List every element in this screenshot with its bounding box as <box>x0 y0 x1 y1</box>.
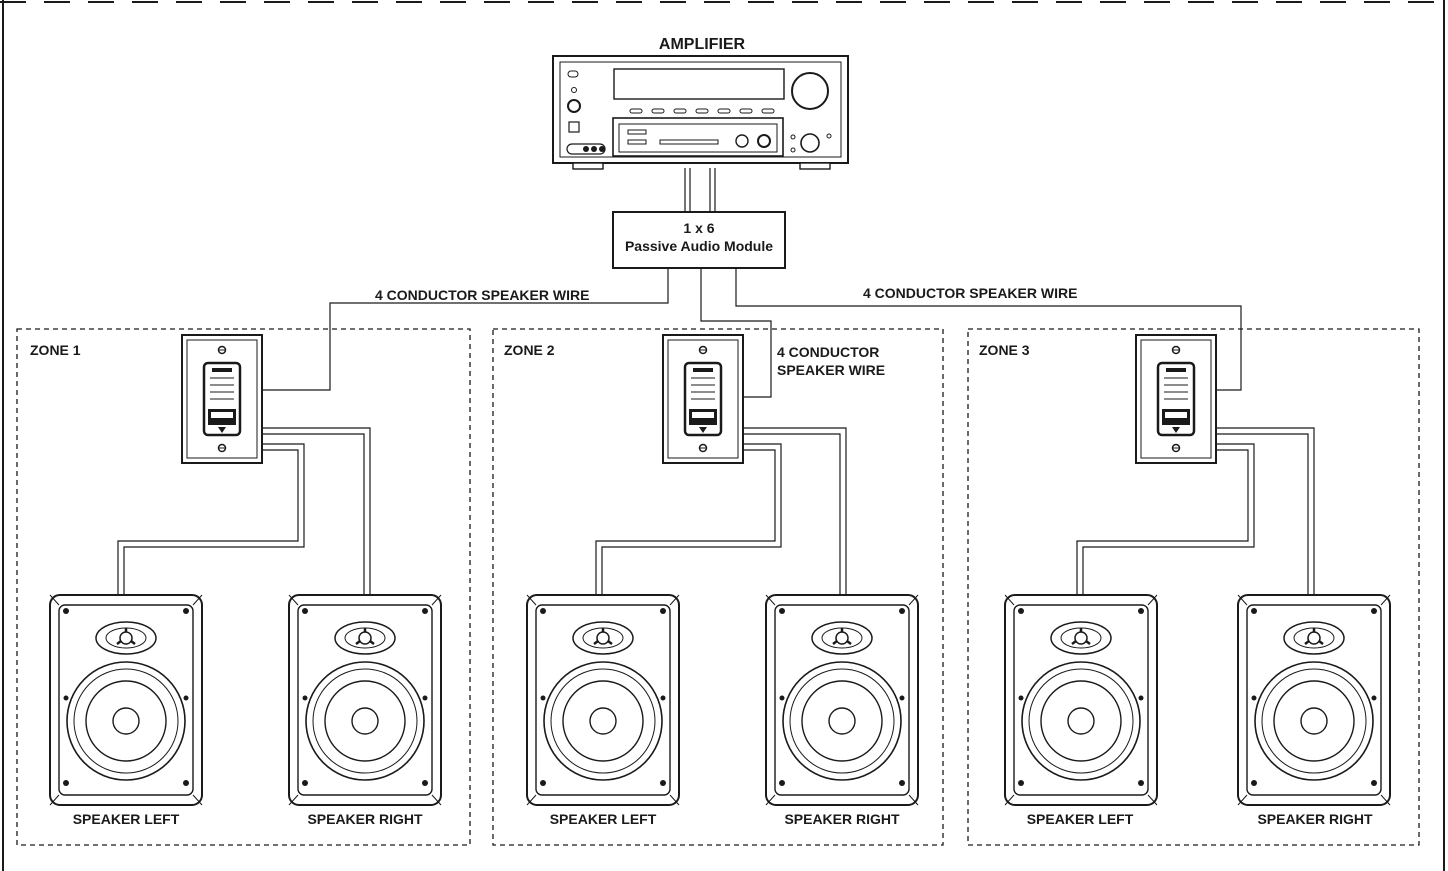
volume-control-icon <box>661 333 745 465</box>
amplifier-title: AMPLIFIER <box>659 36 746 53</box>
volume-control-icon <box>180 333 264 465</box>
wire-label-right: 4 CONDUCTOR SPEAKER WIRE <box>863 285 1077 301</box>
speaker-left-label: SPEAKER LEFT <box>550 811 657 827</box>
wire-label-center-line1: 4 CONDUCTOR <box>777 344 879 360</box>
speaker-right-label: SPEAKER RIGHT <box>1257 811 1373 827</box>
speaker-icon <box>1003 593 1159 807</box>
zone-2-label: ZONE 2 <box>504 342 555 358</box>
module-output-wires <box>262 268 1242 398</box>
zone-3: ZONE 3 SPEAKER LEFT SPEAKER RIGHT <box>967 328 1420 846</box>
zone-3-label: ZONE 3 <box>979 342 1030 358</box>
zone-1-label: ZONE 1 <box>30 342 81 358</box>
volume-control-icon <box>1134 333 1218 465</box>
speaker-right-label: SPEAKER RIGHT <box>307 811 423 827</box>
speaker-icon <box>48 593 204 807</box>
amp-to-module-wires <box>684 168 716 212</box>
speaker-icon <box>287 593 443 807</box>
speaker-left-label: SPEAKER LEFT <box>1027 811 1134 827</box>
wire-label-left: 4 CONDUCTOR SPEAKER WIRE <box>375 287 589 303</box>
speaker-icon <box>764 593 920 807</box>
zone-1: ZONE 1 SPEAKER LEFT SPEAKER RIGHT <box>16 328 471 846</box>
speaker-icon <box>525 593 681 807</box>
passive-audio-module: 1 x 6 Passive Audio Module <box>612 211 786 269</box>
speaker-right-label: SPEAKER RIGHT <box>784 811 900 827</box>
module-line2: Passive Audio Module <box>625 238 773 254</box>
speaker-icon <box>1236 593 1392 807</box>
zone-2: ZONE 2 SPEAKER LEFT SPEAKER RIGHT <box>492 328 944 846</box>
module-line1: 1 x 6 <box>683 220 714 236</box>
amplifier-icon <box>552 55 849 170</box>
speaker-left-label: SPEAKER LEFT <box>73 811 180 827</box>
wire-label-center-line2: SPEAKER WIRE <box>777 362 885 378</box>
